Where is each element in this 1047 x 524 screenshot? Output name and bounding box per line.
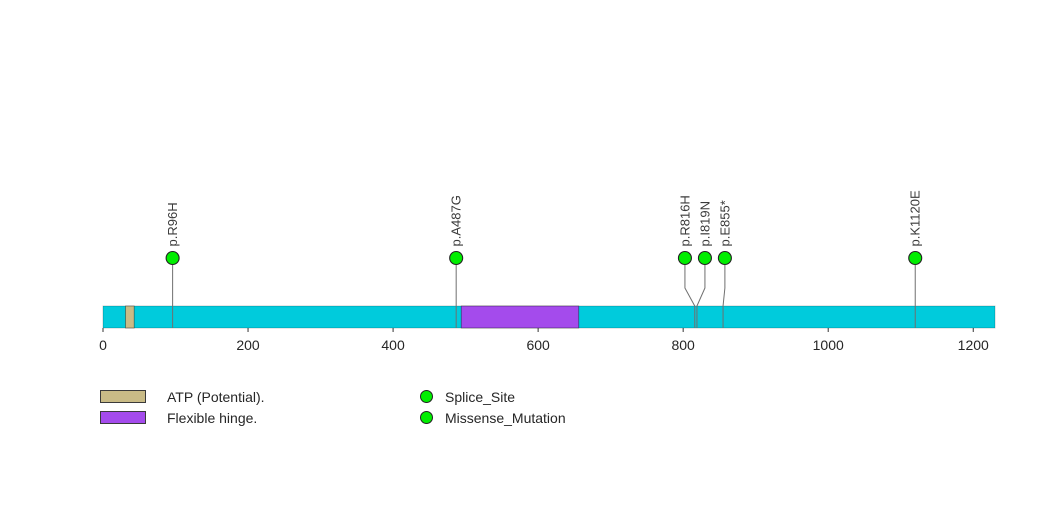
protein-domain (125, 305, 135, 329)
legend-label: Missense_Mutation (445, 409, 566, 426)
mutation-type-swatch (420, 411, 433, 424)
axis-tick-label: 0 (99, 337, 107, 353)
mutation-label: p.R816H (677, 195, 692, 246)
legend-label: ATP (Potential). (167, 388, 265, 405)
mutation-circle (449, 250, 464, 266)
legend-item-mutation-type: Splice_Site (420, 386, 566, 407)
protein-domain (460, 305, 580, 329)
mutation-type-swatch (420, 390, 433, 403)
mutation-label: p.I819N (697, 201, 712, 247)
mutation-label: p.K1120E (908, 190, 923, 246)
domain-swatch (100, 411, 146, 424)
mutation-circle (165, 250, 180, 266)
mutation-stem (722, 258, 726, 328)
domain-swatch (100, 390, 146, 403)
mutation-label: p.R96H (165, 202, 180, 246)
axis-tick-label: 800 (671, 337, 695, 353)
legend-mutation-type-column: Splice_Site Missense_Mutation (420, 386, 566, 428)
mutation-label: p.E855* (717, 200, 732, 246)
axis-tick-label: 1000 (813, 337, 844, 353)
axis-tick-label: 600 (526, 337, 550, 353)
mutation-label: p.A487G (449, 195, 464, 246)
axis-tick-label: 400 (381, 337, 405, 353)
legend-label: Splice_Site (445, 388, 516, 405)
legend-label: Flexible hinge. (167, 409, 258, 426)
legend-item-mutation-type: Missense_Mutation (420, 407, 566, 428)
mutation-circle (677, 250, 692, 266)
mutation-stem (684, 258, 696, 328)
mutation-circle (717, 250, 732, 266)
mutation-stem (696, 258, 706, 328)
legend-domain-column: ATP (Potential). Flexible hinge. (100, 386, 265, 428)
legend-item-domain: ATP (Potential). (100, 386, 265, 407)
axis-tick-label: 200 (236, 337, 260, 353)
legend-item-domain: Flexible hinge. (100, 407, 265, 428)
mutation-circle (697, 250, 712, 266)
chart-legend: ATP (Potential). Flexible hinge. Splice_… (0, 386, 1047, 446)
axis-tick-label: 1200 (958, 337, 989, 353)
mutation-circle (908, 250, 923, 266)
